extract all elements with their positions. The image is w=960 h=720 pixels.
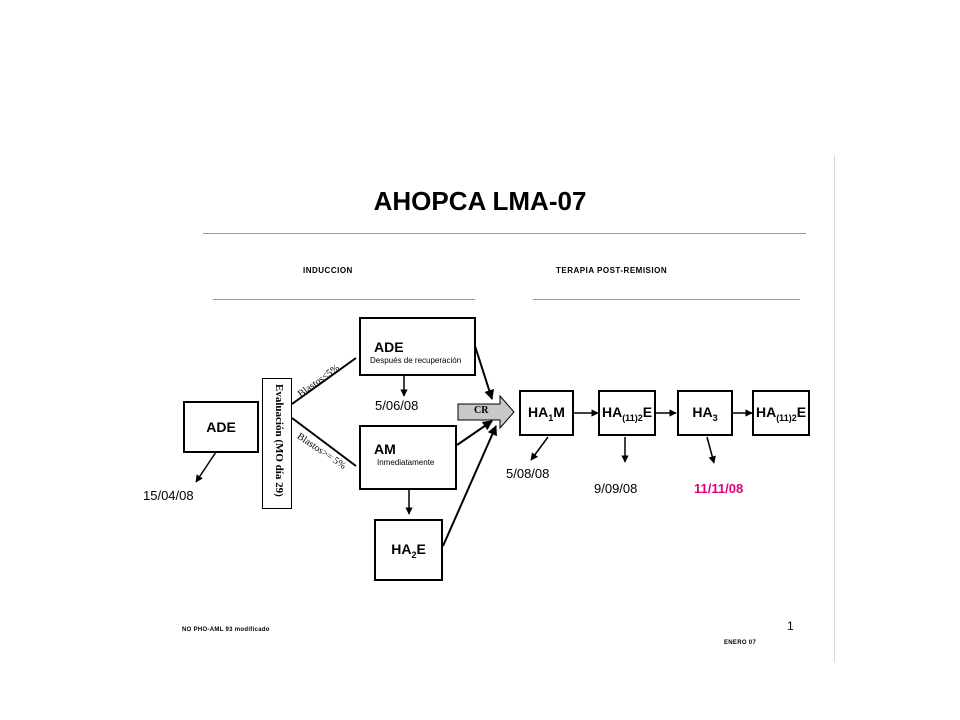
box-ha1m: HA1M <box>519 390 574 436</box>
box-ha112e-second: HA(11)2E <box>752 390 810 436</box>
box-ade-start-label: ADE <box>206 419 236 435</box>
date-ade-start: 15/04/08 <box>143 488 194 503</box>
section-induction: INDUCCION <box>303 266 353 275</box>
box-am: AM Inmediatamente <box>359 425 457 490</box>
branch-line-upper <box>291 357 357 405</box>
box-ha112e-first-label: HA(11)2E <box>601 403 653 423</box>
arrow-ha1m-date <box>530 436 549 461</box>
right-edge-divider <box>834 155 835 662</box>
footer-source-note: NO PHO-AML 93 modificado <box>182 627 270 633</box>
box-ha112e-second-label: HA(11)2E <box>755 403 807 423</box>
box-ade-recovery-subtitle: Después de recuperación <box>370 356 462 365</box>
page-title: AHOPCA LMA-07 <box>373 186 587 216</box>
footer-date: ENERO 07 <box>724 640 757 646</box>
box-ha2e-label: HA2E <box>391 540 426 560</box>
box-ade-recovery: ADE Después de recuperación <box>359 317 476 376</box>
box-ade-recovery-title: ADE <box>374 339 404 355</box>
box-evaluation: Evaluación (MO día 29) <box>262 378 292 509</box>
box-am-subtitle: Inmediatamente <box>377 458 435 467</box>
date-ha112e: 9/09/08 <box>594 481 638 496</box>
page-number: 1 <box>787 619 794 633</box>
box-ade-start: ADE <box>183 401 259 453</box>
date-ha3-highlight: 11/11/08 <box>694 481 744 496</box>
date-ade-recovery: 5/06/08 <box>375 398 419 413</box>
arrow-ade-to-date <box>195 451 217 483</box>
box-ha1m-label: HA1M <box>528 403 565 423</box>
box-ha112e-first: HA(11)2E <box>598 390 656 436</box>
title-divider <box>203 233 806 234</box>
box-ha2e: HA2E <box>374 519 443 581</box>
date-ha1m: 5/08/08 <box>506 466 550 481</box>
evaluation-label: Evaluación (MO día 29) <box>273 384 285 497</box>
arrow-ha2e-to-cr <box>442 425 497 547</box>
arrow-ade-recovery-to-cr <box>474 345 495 400</box>
arrow-ha3-date <box>706 436 716 464</box>
cr-arrow-shape <box>457 394 515 430</box>
cr-label: CR <box>474 405 489 416</box>
arrow-am-to-cr <box>456 420 493 446</box>
box-ha3: HA3 <box>677 390 733 436</box>
box-ha3-label: HA3 <box>692 403 718 423</box>
branch-line-lower <box>291 417 357 467</box>
induction-divider <box>213 299 475 300</box>
post-remission-divider <box>533 299 800 300</box>
box-am-title: AM <box>374 441 396 457</box>
section-post-remission: TERAPIA POST-REMISION <box>556 266 668 275</box>
